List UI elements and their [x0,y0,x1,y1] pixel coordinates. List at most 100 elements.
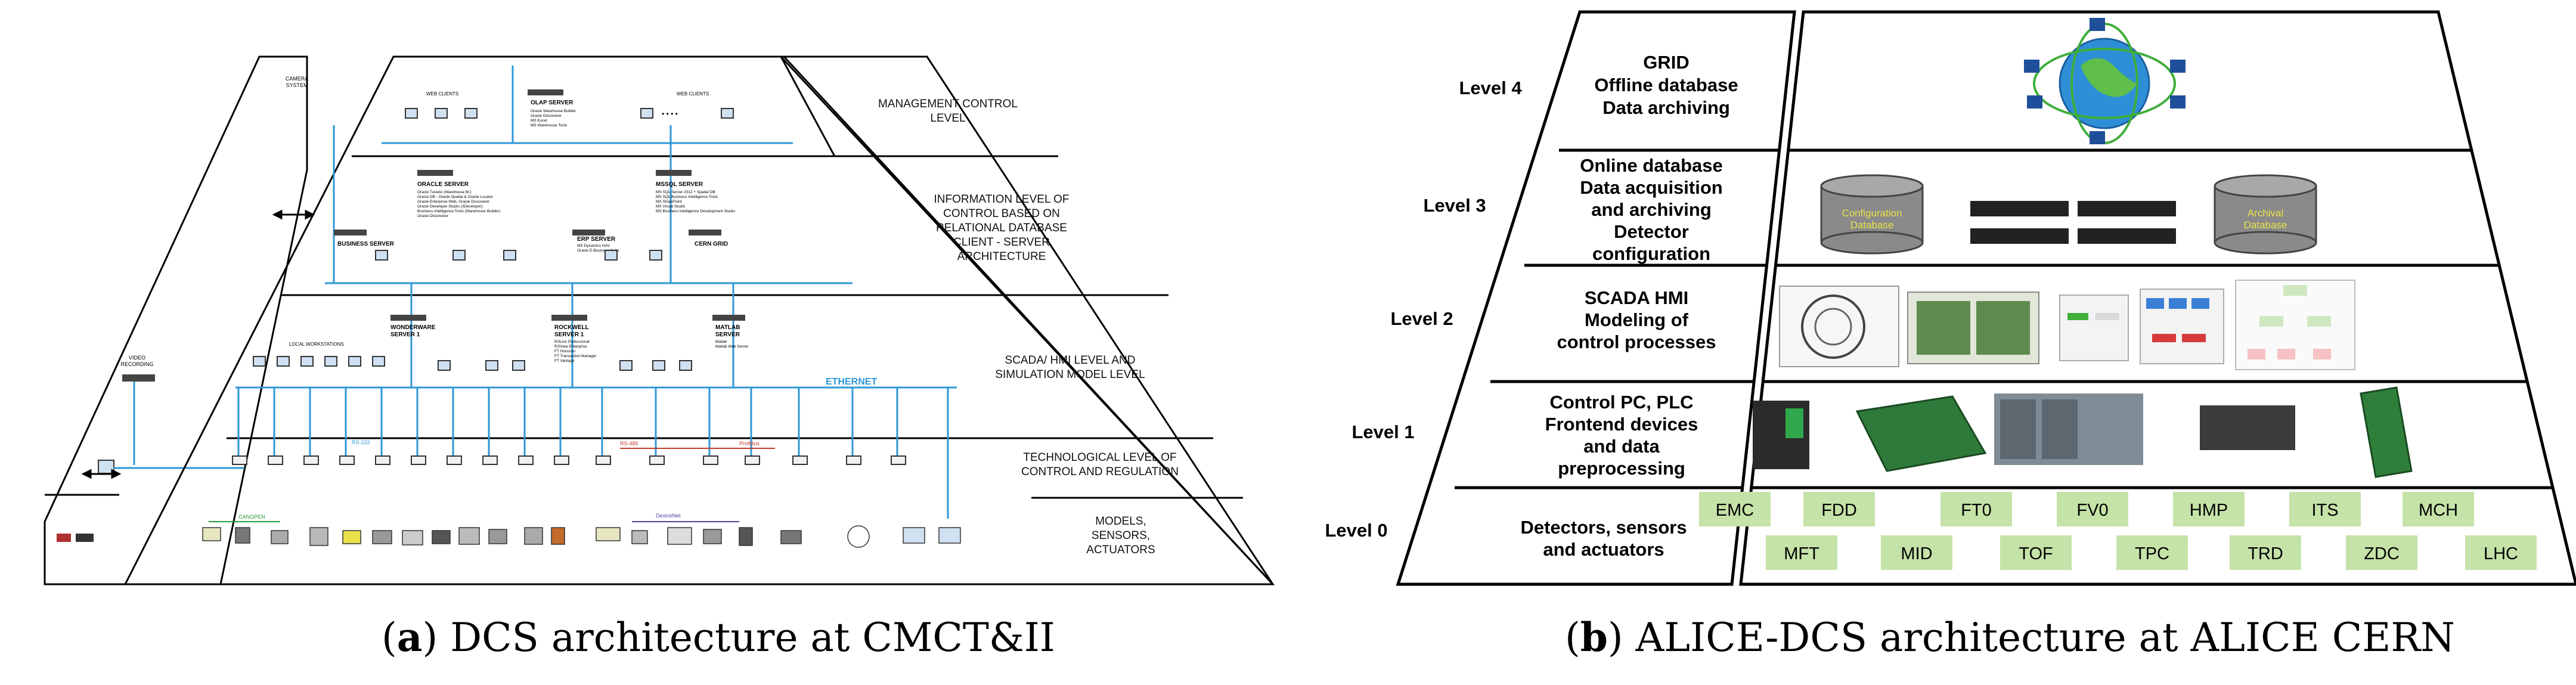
svg-text:FV0: FV0 [2076,501,2108,520]
panel-b: Level 4 Level 3 Level 2 Level 1 Level 0 … [1325,10,2576,586]
level-0-label: Level 0 [1325,520,1387,541]
network-buses [235,66,957,389]
detector-tpc: TPC [2116,535,2188,570]
double-arrow-icon-2 [81,469,122,479]
svg-text:MCH: MCH [2419,501,2458,520]
svg-text:LHC: LHC [2484,544,2518,563]
rockwell-server-icon [551,315,587,321]
controller-drops [237,388,949,519]
level-labels-b: Level 4 Level 3 Level 2 Level 1 Level 0 [1325,78,1522,541]
detector-hmp: HMP [2173,492,2245,526]
business-server-label: BUSINESS SERVER [337,241,395,247]
cern-grid-icon [689,230,721,235]
detector-row-1: EMC FDD FT0 FV0 HMP ITS MCH [1699,492,2474,526]
detector-mid: MID [1881,535,1952,570]
profibus-label: ProfiBus [739,441,760,447]
detector-fdd: FDD [1803,492,1875,526]
detector-trd: TRD [2230,535,2301,570]
server-rack-icons [1970,201,2176,244]
scada-screenshots [1779,280,2355,370]
local-workstations-label: LOCAL WORKSTATIONS [289,342,344,347]
rs232-label: RS-232 [352,439,370,445]
svg-text:MID: MID [1901,544,1932,563]
svg-text:MFT: MFT [1784,544,1819,563]
matlab-server-icon [712,315,745,321]
level-1-label: Level 1 [1351,421,1414,442]
hardware-icons [1753,386,2413,478]
svg-text:FT0: FT0 [1961,501,1992,520]
web-clients-left: WEB CLIENTS [426,91,458,97]
oracle-server-label: ORACLE SERVER [417,181,469,188]
svg-text:ZDC: ZDC [2364,544,2400,563]
scada-pcs [253,356,692,371]
ethernet-label: ETHERNET [826,377,877,387]
detector-ft0: FT0 [1940,492,2012,526]
rs485-label: RS-485 [620,441,638,447]
frontend-board-icon [1855,395,1987,472]
oracle-details: Oracle Tuxedo (Warehouse Bl.)Oracle DB -… [417,190,500,218]
detector-emc: EMC [1699,492,1771,526]
scada-screen-detector [1779,286,1899,367]
video-recorder-icon [122,374,155,382]
double-arrow-icon-1 [272,209,315,220]
dots-label: • • • • [662,110,678,118]
mssql-server-label: MSSQL SERVER [656,181,703,188]
info-pcs [375,250,662,261]
caption-b: (b) ALICE-DCS architecture at ALICE CERN [1565,614,2455,661]
level-4-label: Level 4 [1459,78,1522,98]
controller-boxes [232,455,906,465]
detector-its: ITS [2289,492,2361,526]
grid-globe-icon [2024,18,2186,144]
svg-text:FDD: FDD [1821,501,1857,520]
web-client-pcs [405,108,734,119]
cern-grid-label: CERN GRID [695,241,728,247]
oracle-server-icon [417,170,453,176]
detector-mft: MFT [1766,535,1837,570]
detector-row-2: MFT MID TOF TPC TRD ZDC LHC [1766,535,2537,570]
level-dividers [1455,148,2553,489]
detector-mch: MCH [2403,492,2474,526]
camera-icon-1 [57,534,71,542]
mssql-server-icon [656,170,692,176]
detector-lhc: LHC [2465,535,2537,570]
detector-zdc: ZDC [2346,535,2417,570]
svg-text:ITS: ITS [2311,501,2338,520]
svg-text:TOF: TOF [2019,544,2053,563]
caption-a: (a) DCS architecture at CMCT&II [382,614,1055,661]
level-desc-column [1396,10,1796,586]
olap-server-icon [528,89,563,95]
level-2-label: Level 2 [1390,308,1453,329]
device-icons [202,525,961,548]
content-pyramid [1739,10,2576,586]
control-pc-icon [2200,405,2295,450]
camera-icon-2 [76,534,94,542]
svg-text:TRD: TRD [2248,544,2283,563]
